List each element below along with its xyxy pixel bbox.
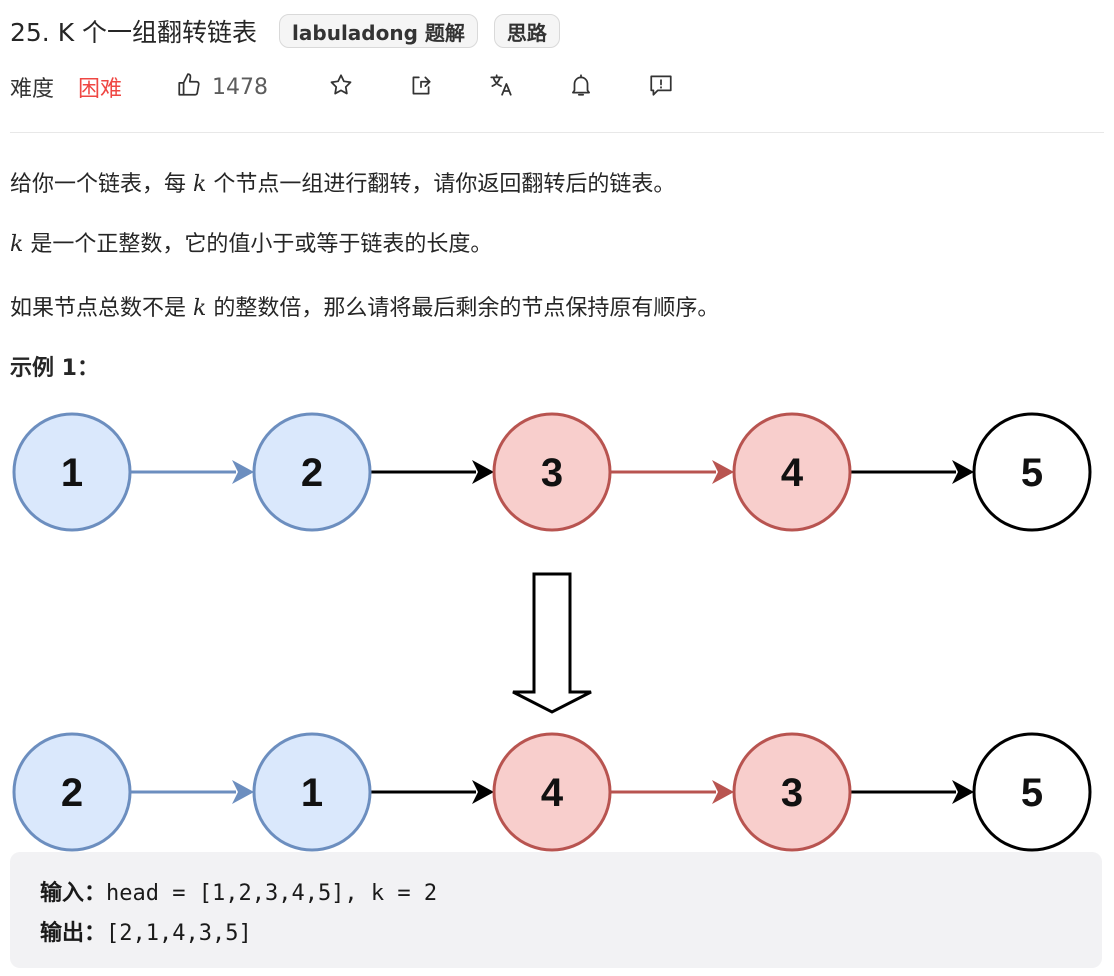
before-list-node-4 — [732, 412, 852, 532]
before-list-arrowhead-4 — [952, 460, 974, 484]
before-list-node-label-1: 1 — [61, 451, 83, 495]
input-value: head = [1,2,3,4,5], k = 2 — [106, 881, 438, 906]
after-list-node-3 — [492, 732, 612, 852]
before-list-arrowhead-2 — [472, 460, 494, 484]
after-list-node-1 — [12, 732, 132, 852]
tag-labuladong-button[interactable]: labuladong 题解 — [279, 14, 478, 48]
before-list-node-3 — [492, 412, 612, 532]
problem-title: 25. K 个一组翻转链表 — [10, 18, 258, 47]
problem-meta-bar: 难度 困难 1478 — [10, 66, 1104, 108]
like-button[interactable]: 1478 — [176, 66, 268, 108]
feedback-button[interactable] — [648, 66, 674, 108]
before-list-node-label-5: 5 — [1021, 451, 1043, 495]
before-list-arrowhead-3 — [712, 460, 734, 484]
transform-down-arrow — [512, 572, 592, 714]
translate-icon — [488, 72, 514, 102]
after-list-arrowhead-1 — [232, 780, 254, 804]
after-list-node-label-2: 1 — [301, 771, 323, 815]
input-label: 输入： — [40, 881, 107, 906]
before-list-node-label-3: 3 — [541, 451, 563, 495]
bell-icon — [568, 72, 594, 102]
after-list-node-2 — [252, 732, 372, 852]
before-list-node-label-4: 4 — [781, 451, 804, 495]
linked-list-diagram: 1 2 3 4 5 2 1 4 3 5 — [12, 412, 1092, 852]
description-paragraph-3: 如果节点总数不是 k 的整数倍，那么请将最后剩余的节点保持原有顺序。 — [10, 296, 720, 321]
after-list-arrowhead-4 — [952, 780, 974, 804]
share-icon — [408, 72, 434, 102]
thumbs-up-icon — [176, 72, 202, 102]
before-list-node-2 — [252, 412, 372, 532]
description-paragraph-1: 给你一个链表，每 k 个节点一组进行翻转，请你返回翻转后的链表。 — [10, 172, 676, 197]
header-divider — [10, 132, 1104, 133]
after-list-node-label-1: 2 — [61, 771, 83, 815]
after-list-node-label-3: 4 — [541, 771, 564, 815]
example-input-line: 输入：head = [1,2,3,4,5], k = 2 — [40, 874, 1072, 914]
feedback-icon — [648, 72, 674, 102]
tag-approach-button[interactable]: 思路 — [493, 14, 560, 48]
example-io-box: 输入：head = [1,2,3,4,5], k = 2 输出：[2,1,4,3… — [10, 852, 1102, 968]
example-output-line: 输出：[2,1,4,3,5] — [40, 914, 1072, 954]
after-list-arrowhead-3 — [712, 780, 734, 804]
favorite-button[interactable] — [328, 66, 354, 108]
after-list-arrowhead-2 — [472, 780, 494, 804]
after-list-node-label-4: 3 — [781, 771, 803, 815]
example-title: 示例 1： — [10, 356, 99, 381]
notify-button[interactable] — [568, 66, 594, 108]
output-label: 输出： — [40, 921, 107, 946]
before-list-node-1 — [12, 412, 132, 532]
output-value: [2,1,4,3,5] — [106, 921, 252, 946]
before-list-node-5 — [972, 412, 1092, 532]
star-icon — [328, 72, 354, 102]
after-list-node-4 — [732, 732, 852, 852]
before-list-arrowhead-1 — [232, 460, 254, 484]
share-button[interactable] — [408, 66, 434, 108]
after-list-node-5 — [972, 732, 1092, 852]
problem-header: 25. K 个一组翻转链表 labuladong 题解 思路 — [10, 10, 560, 52]
like-count: 1478 — [212, 74, 268, 100]
before-list-node-label-2: 2 — [301, 451, 323, 495]
description-paragraph-2: k 是一个正整数，它的值小于或等于链表的长度。 — [10, 232, 493, 257]
after-list-node-label-5: 5 — [1021, 771, 1043, 815]
difficulty-label: 难度 — [10, 77, 55, 102]
difficulty-badge: 困难 — [78, 77, 123, 102]
translate-button[interactable] — [488, 66, 514, 108]
